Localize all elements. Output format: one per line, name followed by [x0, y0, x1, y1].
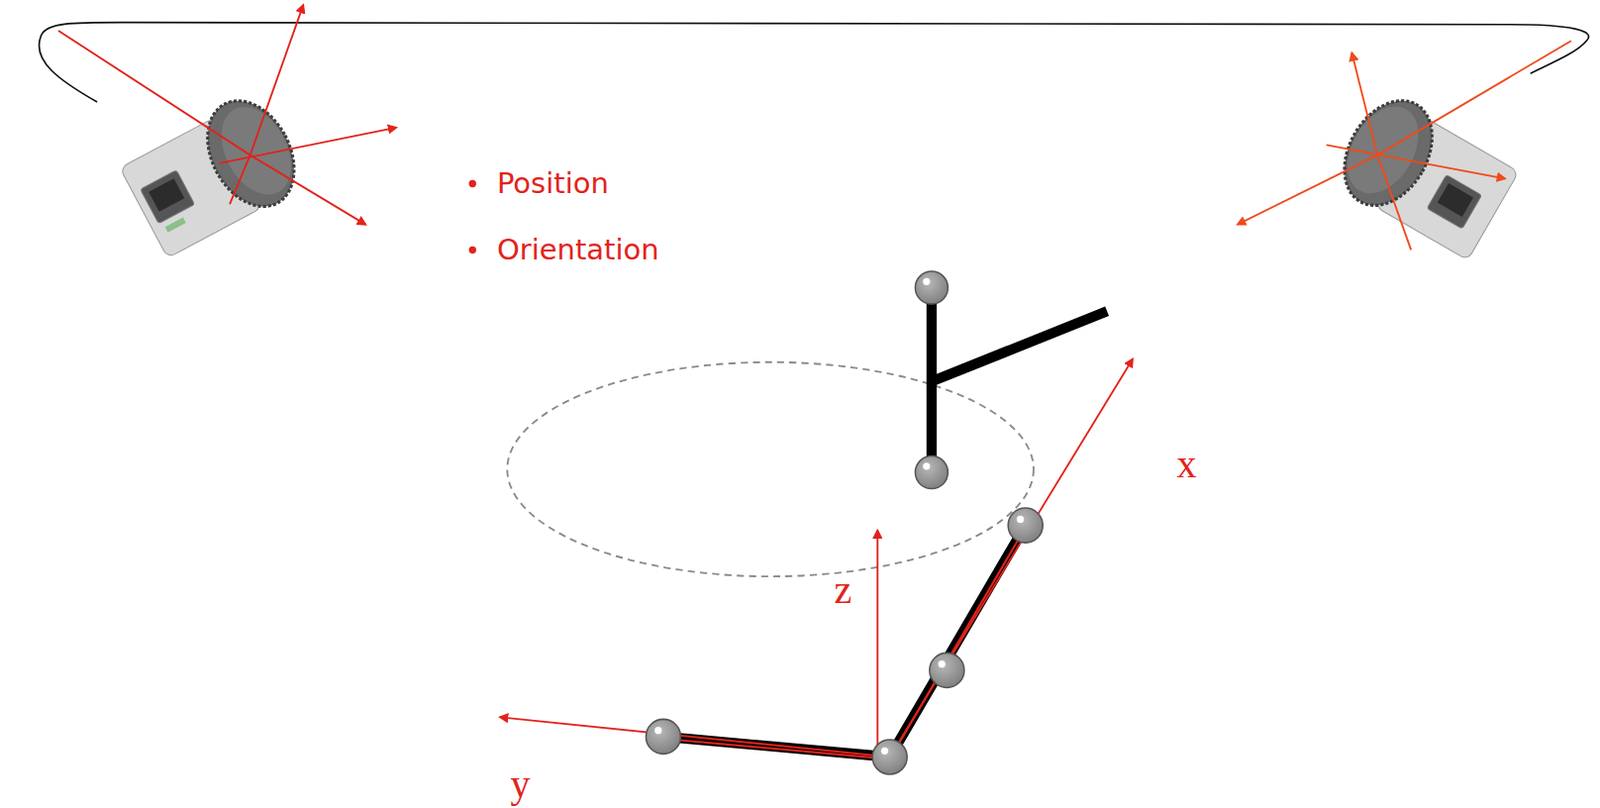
axis-label: x: [1177, 444, 1198, 485]
bullet-text: Orientation: [497, 235, 660, 265]
bullet-text: Position: [497, 169, 609, 199]
l-frame: [500, 359, 1133, 775]
axis-label: z: [833, 570, 852, 610]
bullet: [469, 180, 477, 188]
axis-label: y: [510, 764, 531, 804]
wand-path: [506, 362, 1034, 577]
bullet: [469, 246, 477, 254]
camera-right: [1326, 85, 1523, 264]
calibration-wand: [914, 271, 1107, 489]
volume-outline: [38, 22, 1589, 102]
